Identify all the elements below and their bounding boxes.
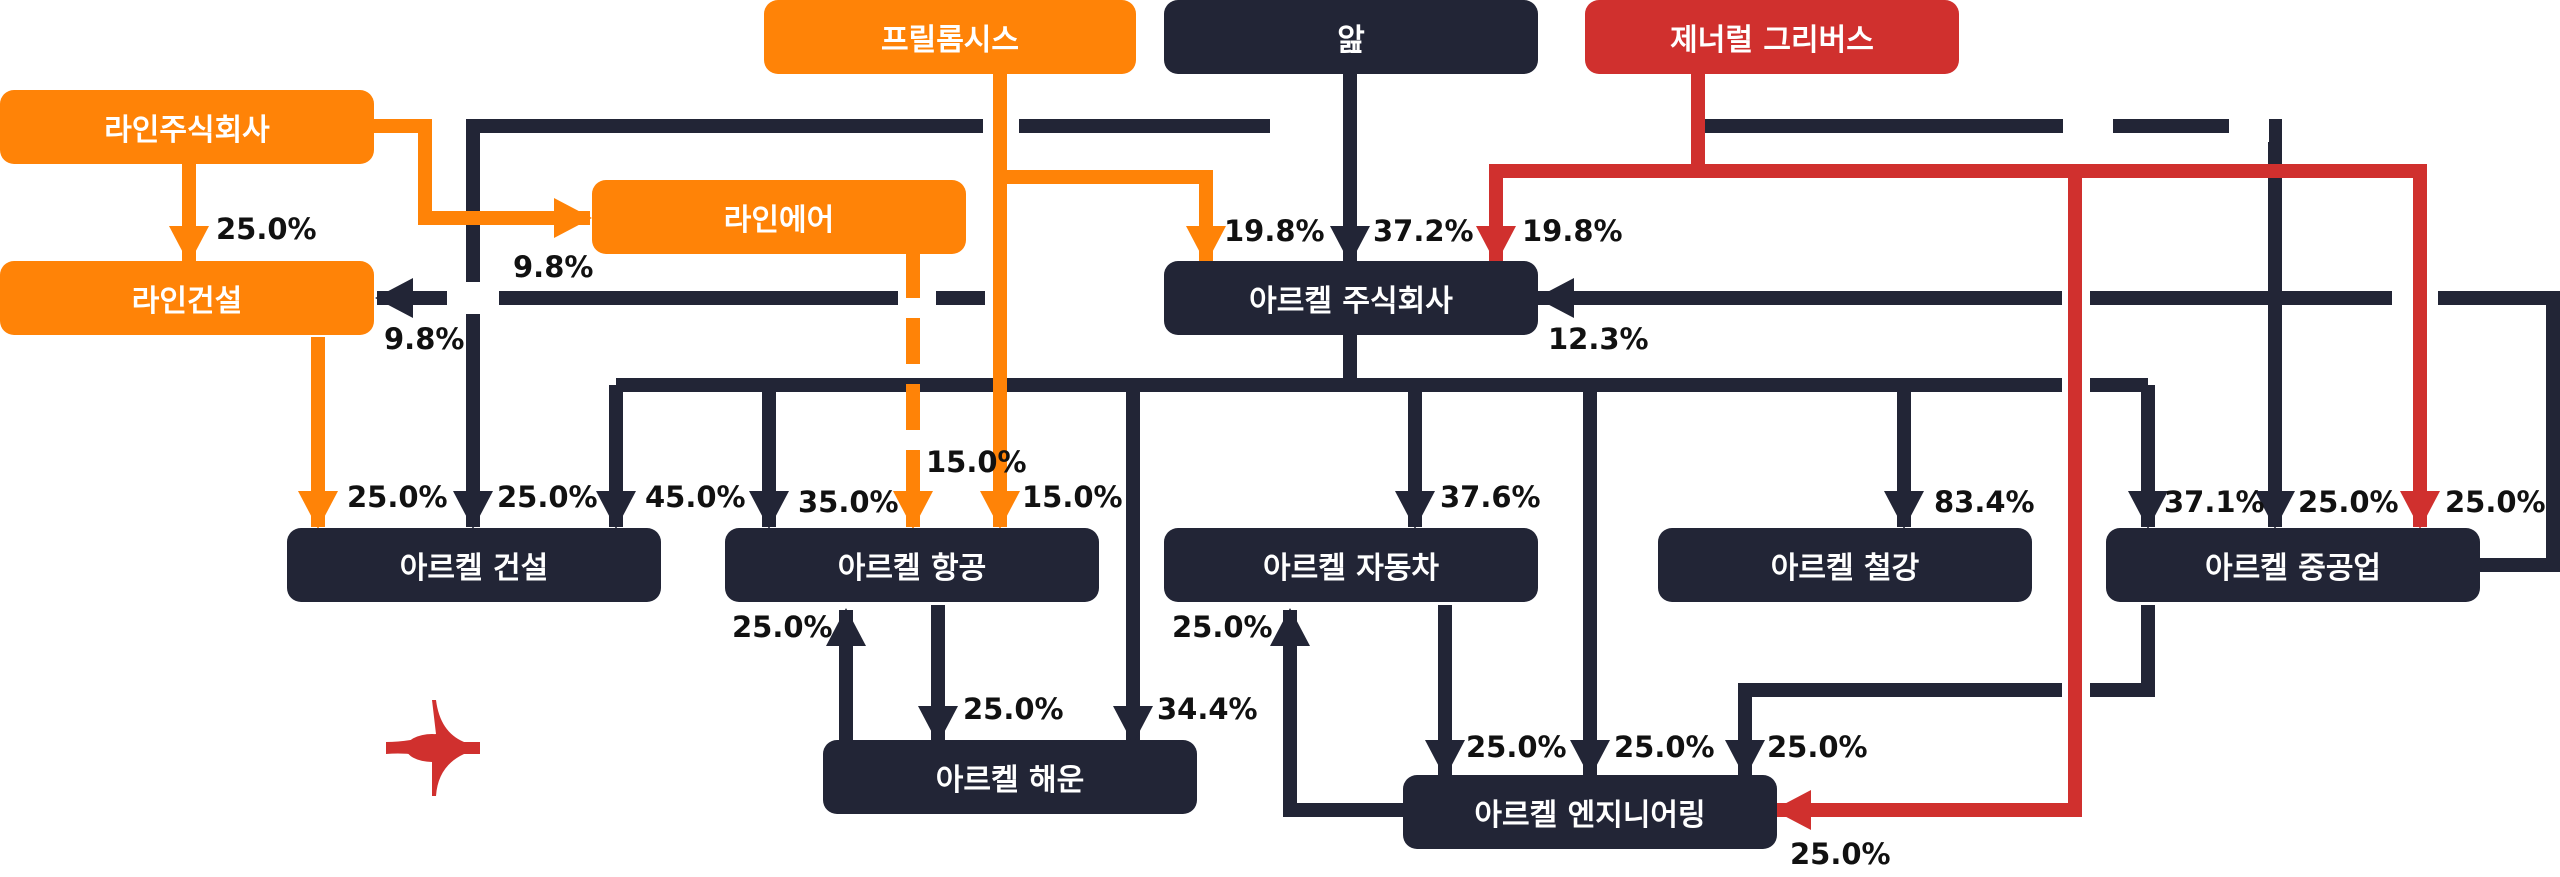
edge-label: 25.0% (1790, 837, 1891, 871)
node-freelomsis: 프릴롬시스 (764, 0, 1136, 74)
edge-label: 25.0% (1466, 730, 1567, 764)
edge-engineering-to-arkel-motors (1270, 608, 1405, 817)
edge-label: 37.2% (1373, 214, 1474, 248)
edge-label: 25.0% (2298, 485, 2399, 519)
node-arkel-steel: 아르켈 철강 (1658, 528, 2032, 602)
edge-heavy-to-arkel-corp (1536, 278, 2560, 572)
edge-label: 83.4% (1934, 485, 2035, 519)
edge-label: 35.0% (798, 485, 899, 519)
edge-label: 9.8% (384, 322, 465, 356)
edge-grievous-to-arkel-heavy-red (1698, 164, 2440, 529)
edge-label: 15.0% (926, 445, 1027, 479)
node-rein-air: 라인에어 (592, 180, 966, 254)
edge-label: 25.0% (732, 610, 833, 644)
red-cross-emblem-icon (386, 700, 480, 796)
node-arkel-corp: 아르켈 주식회사 (1164, 261, 1538, 335)
node-arkel-heavy: 아르켈 중공업 (2106, 528, 2480, 602)
node-arkel-shipping: 아르켈 해운 (823, 740, 1197, 814)
edge-label: 25.0% (1172, 610, 1273, 644)
edge-rein-corp-to-rein-air (372, 119, 592, 238)
edge-label: 19.8% (1224, 214, 1325, 248)
node-general-grievous: 제너럴 그리버스 (1585, 0, 1959, 74)
edge-label: 15.0% (1022, 480, 1123, 514)
edge-grievous-to-arkel-engineering (1773, 171, 2082, 830)
edge-label: 37.6% (1440, 480, 1541, 514)
node-arkel-engineering: 아르켈 엔지니어링 (1403, 775, 1777, 849)
edge-label: 37.1% (2164, 485, 2265, 519)
edge-label: 25.0% (216, 212, 317, 246)
edge-label: 45.0% (645, 480, 746, 514)
edge-label: 34.4% (1157, 692, 1258, 726)
edge-label: 25.0% (963, 692, 1064, 726)
edge-label: 25.0% (497, 480, 598, 514)
edge-label: 25.0% (1614, 730, 1715, 764)
node-arkel-motors: 아르켈 자동차 (1164, 528, 1538, 602)
edge-label: 25.0% (2445, 485, 2546, 519)
edge-label: 9.8% (513, 250, 594, 284)
node-arkel-construction: 아르켈 건설 (287, 528, 661, 602)
edge-label: 25.0% (347, 480, 448, 514)
edge-heavy-to-arkel-engineering (1725, 605, 2155, 778)
edge-freelomsis-to-arkel-corp (1000, 170, 1226, 264)
node-alp: 앒 (1164, 0, 1538, 74)
edge-label: 12.3% (1548, 322, 1649, 356)
edge-alp-to-arkel-heavy (1690, 119, 2295, 529)
node-rein-corp: 라인주식회사 (0, 90, 374, 164)
edge-label: 19.8% (1522, 214, 1623, 248)
edge-grievous-to-arkel-corp (1476, 72, 1705, 264)
edge-label: 25.0% (1767, 730, 1868, 764)
node-arkel-aviation: 아르켈 항공 (725, 528, 1099, 602)
node-rein-construction: 라인건설 (0, 261, 374, 335)
